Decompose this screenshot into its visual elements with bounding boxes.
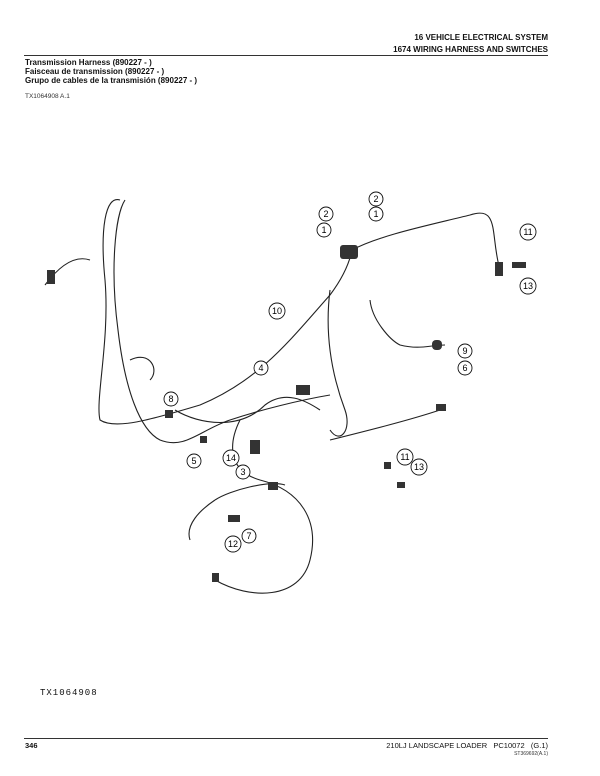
callout-label: 11 [400,452,409,462]
callout-2: 2 [368,191,384,207]
callout-11: 11 [519,223,537,241]
connector-far-right [436,404,446,411]
connector-bottom [212,573,219,582]
figure-reference: TX1064908 A.1 [25,93,70,100]
nut-5 [200,436,207,443]
figure-id: TX1064908 [40,688,98,698]
callout-1: 1 [316,222,332,238]
callout-label: 14 [226,453,236,463]
sensor-14 [250,440,260,454]
title-spanish: Grupo de cables de la transmisión (89022… [25,76,198,85]
callout-9: 9 [457,343,473,359]
callout-label: 7 [246,531,251,541]
clip-13 [397,482,405,488]
callout-2: 2 [318,206,334,222]
callout-label: 13 [523,281,533,291]
callout-1: 1 [368,206,384,222]
callout-label: 2 [373,194,378,204]
callout-label: 5 [191,456,196,466]
connector-block [340,245,358,259]
doc-stamp: ST369692(A.1) [514,751,548,757]
page-number: 346 [25,741,38,750]
callout-label: 11 [523,227,532,237]
connector-center [296,385,310,395]
callout-label: 13 [414,462,424,472]
callout-5: 5 [186,453,202,469]
callout-label: 8 [168,394,173,404]
clip-8 [165,410,173,418]
switch [432,340,442,350]
callout-11: 11 [396,448,414,466]
harness-wires [44,199,501,594]
title-english: Transmission Harness (890227 - ) [25,58,152,67]
connector-right [495,262,503,276]
callout-label: 12 [228,539,238,549]
callout-label: 6 [462,363,467,373]
callout-7: 7 [241,528,257,544]
footer-divider [24,738,548,739]
model-info: 210LJ LANDSCAPE LOADER PC10072 (G.1) [386,741,548,750]
callout-label: 1 [373,209,378,219]
callout-4: 4 [253,360,269,376]
callout-label: 10 [272,306,282,316]
callout-label: 9 [462,346,467,356]
connector-left [47,270,55,284]
connector-lower [268,482,278,490]
callouts: 2 1 2 1 11 13 10 9 6 4 8 5 14 3 11 13 12… [163,191,537,553]
callout-label: 1 [321,225,326,235]
callout-3: 3 [235,464,251,480]
section-heading: 16 VEHICLE ELECTRICAL SYSTEM [414,33,548,42]
clip-right [512,262,526,268]
bolt-11 [384,462,391,469]
sensor-12 [228,515,240,522]
callout-10: 10 [268,302,286,320]
harness-components [47,245,526,582]
callout-13: 13 [410,458,428,476]
callout-label: 2 [323,209,328,219]
callout-12: 12 [224,535,242,553]
subsection-heading: 1674 WIRING HARNESS AND SWITCHES [393,45,548,54]
callout-label: 4 [258,363,263,373]
callout-label: 3 [240,467,245,477]
callout-6: 6 [457,360,473,376]
callout-14: 14 [222,449,240,467]
callout-13: 13 [519,277,537,295]
title-french: Faisceau de transmission (890227 - ) [25,67,165,76]
callout-8: 8 [163,391,179,407]
header-divider [24,55,548,56]
